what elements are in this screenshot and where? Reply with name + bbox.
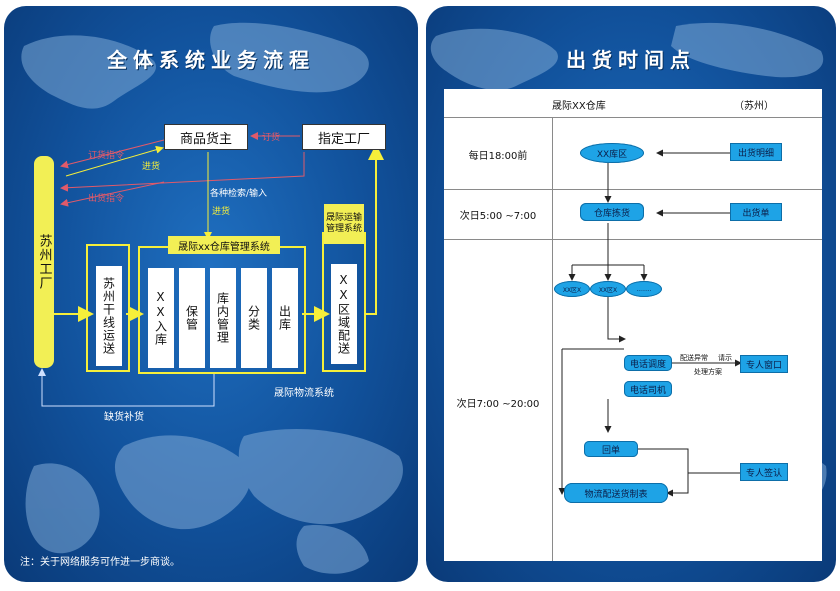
row-time-3: 次日7:00 ~20:00 [456,399,540,410]
inbound-box: XX入库 [148,268,174,368]
warehouse-picking-box: 仓库拣货 [580,203,644,221]
outbound-box: 出库 [272,268,298,368]
footnote: 注：关于网络服务可作进一步商谈。 [20,557,180,568]
label-exception: 配送异常 [680,354,708,362]
label-order-instruction: 订货指令 [88,151,125,161]
left-title: 全体系统业务流程 [107,48,315,72]
left-panel: 全体系统业务流程 商品货主 指定工厂 订货指令 进货 订货 出货指令 各种检索/… [4,6,418,582]
storage-box: 保管 [179,268,205,368]
label-checks-input: 各种检索/输入 [210,189,268,199]
table-header-city: （苏州） [734,101,774,112]
suzhou-factory-bar: 苏州工厂 [34,156,54,368]
signoff-box: 专人签认 [740,463,788,481]
shipping-detail-box: 出货明细 [730,143,782,161]
schedule-box: 物流配送货制表 [564,483,668,503]
schedule-table: 晟际XX仓库 （苏州） 每日18:00前 次日5:00 ~7:00 次日7:00… [444,89,822,561]
label-replenish: 缺货补货 [104,412,144,423]
schedule-connectors [558,149,742,497]
driver-box: 电话司机 [624,381,672,397]
label-order: 订货 [262,133,281,143]
label-plan: 处理方案 [694,368,722,376]
row-time-1: 每日18:00前 [468,151,528,162]
trunk-transport-group [86,244,130,372]
right-title: 出货时间点 [566,48,696,72]
regional-delivery-box: XX区域配送 [331,264,357,364]
internal-box: 库内管理 [210,268,236,368]
label-logistics-system: 晟际物流系统 [274,388,334,399]
xx-warehouse-oval: XX库区 [580,143,644,163]
label-shipping-instruction: 出货指令 [88,194,125,204]
row-time-2: 次日5:00 ~7:00 [459,211,537,222]
dispatch-box: 电话调度 [624,355,672,371]
regional-title: 晟际运输管理系统 [324,204,364,244]
table-header-company: 晟际XX仓库 [552,101,606,112]
label-purchase: 进货 [142,162,161,172]
trunk-transport-box: 苏州干线运送 [96,266,122,366]
sorting-box: 分类 [241,268,267,368]
wms-title: 晟际xx仓库管理系统 [168,236,280,254]
label-report: 请示 [718,354,732,362]
receipt-box: 回单 [584,441,638,457]
window-box: 专人窗口 [740,355,788,373]
right-panel: 出货时间点 晟际XX仓库 （苏州） 每日18:00前 次日5:00 ~7:00 … [426,6,836,582]
label-purchase-2: 进货 [212,207,231,217]
designated-factory-box: 指定工厂 [302,124,386,150]
shipping-order-box: 出货单 [730,203,782,221]
zone-oval-1: XX区X [554,281,590,297]
merchant-box: 商品货主 [164,124,248,150]
world-map-decoration [21,22,403,574]
zone-oval-3: ........ [626,281,662,297]
zone-oval-2: XX区X [590,281,626,297]
